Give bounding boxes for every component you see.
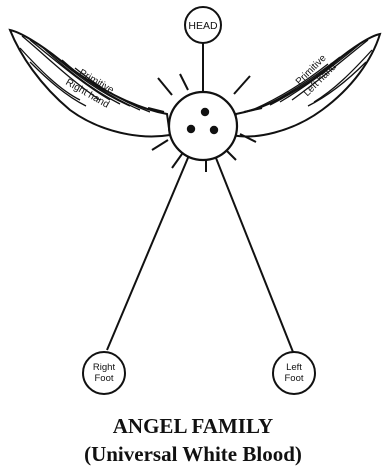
- caption-subtitle: (Universal White Blood): [0, 441, 386, 467]
- right-foot-label-line1: Right: [93, 362, 116, 373]
- head-label: HEAD: [188, 20, 218, 32]
- body-circle: [169, 92, 237, 160]
- left-foot-label-line1: Left: [286, 362, 302, 373]
- right-leg-line: [107, 153, 190, 350]
- left-foot-label-line2: Foot: [284, 373, 303, 384]
- left-hand-wing: [232, 34, 380, 136]
- right-foot-label-line2: Foot: [94, 373, 113, 384]
- left-leg-line: [214, 153, 293, 352]
- caption-title: ANGEL FAMILY: [0, 413, 386, 439]
